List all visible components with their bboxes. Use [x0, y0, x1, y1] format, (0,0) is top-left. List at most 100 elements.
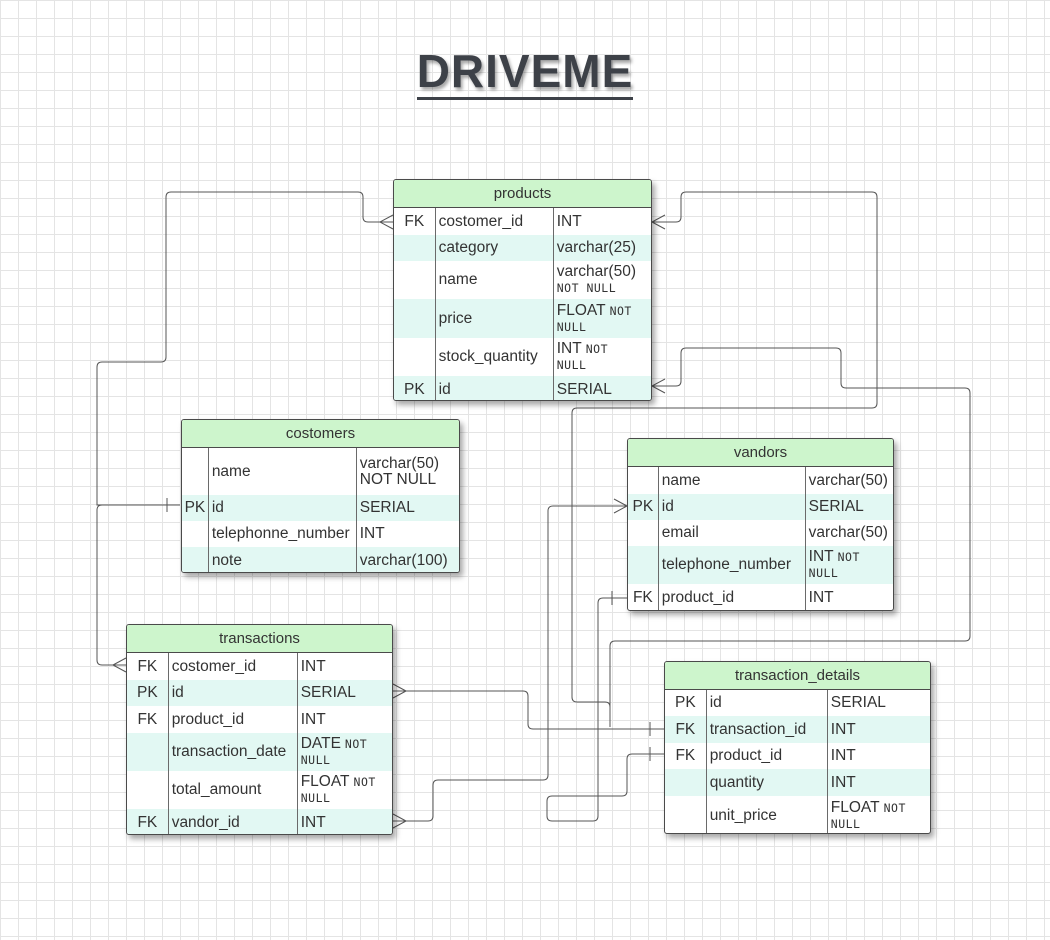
not-null-label: NOT: [344, 737, 368, 751]
column-name: email: [659, 520, 806, 546]
crow-products-costomer-id: [379, 214, 394, 230]
type-line: INT: [301, 658, 392, 675]
crow-transactions-id: [392, 683, 407, 699]
type-line: SERIAL: [557, 382, 651, 398]
column-name: id: [169, 680, 298, 706]
column-key: PK: [182, 495, 209, 521]
type-line: varchar(100): [360, 552, 459, 569]
column-type: SERIAL: [554, 376, 651, 400]
type-value: INT: [556, 212, 582, 230]
type-line: INT: [830, 720, 930, 738]
column-name: name: [209, 448, 357, 495]
column-name: name: [659, 467, 806, 494]
type-value: INT: [808, 588, 834, 606]
column-key: [665, 769, 707, 796]
column-type: INT: [298, 706, 392, 733]
crow-products-right-top: [651, 214, 666, 230]
column-key: PK: [665, 690, 707, 716]
type-value: varchar(50): [808, 524, 888, 541]
type-value: SERIAL: [300, 684, 356, 701]
type-value: SERIAL: [830, 694, 886, 711]
column-type: varchar(100): [357, 547, 459, 572]
not-null-label: NOT: [585, 342, 608, 356]
column-name: id: [659, 494, 806, 520]
column-name: product_id: [659, 584, 806, 610]
table-header-vandors: vandors: [628, 439, 893, 467]
column-name: telephonne_number: [209, 521, 357, 547]
column-name: costomer_id: [436, 208, 554, 235]
column-key: FK: [628, 584, 659, 610]
not-null-label: NOT: [353, 775, 376, 789]
not-null-label: NULL: [830, 816, 861, 831]
type-line: INT: [360, 526, 459, 542]
type-value: INT: [830, 720, 856, 738]
column-name: stock_quantity: [436, 338, 554, 376]
crow-products-id: [651, 378, 666, 394]
type-value: DATE: [300, 735, 341, 752]
column-key: [394, 261, 436, 299]
not-null-label: NULL: [300, 791, 331, 805]
type-line: INT: [301, 711, 392, 728]
diagram-title-text: DRIVEME: [416, 45, 634, 100]
type-value: INT: [808, 548, 834, 565]
column-type: INT: [357, 521, 459, 547]
column-key: [628, 520, 659, 546]
column-name: vandor_id: [169, 809, 298, 834]
table-header-products: products: [394, 180, 651, 208]
column-type: INT: [806, 584, 893, 610]
type-line: varchar(50): [557, 264, 651, 280]
type-line: INT: [556, 212, 651, 230]
column-name: transaction_date: [169, 733, 298, 771]
type-line: INT: [301, 814, 392, 831]
column-key: FK: [394, 208, 436, 235]
column-type: SERIAL: [828, 690, 930, 716]
column-type: varchar(50): [806, 467, 893, 494]
column-name: price: [436, 299, 554, 338]
column-type: varchar(50)NOT NULL: [554, 261, 651, 299]
table-header-costomers: costomers: [182, 420, 459, 448]
type-line: varchar(50): [808, 471, 893, 489]
column-key: [394, 338, 436, 376]
not-null-label: NULL: [808, 566, 839, 580]
type-value: varchar(50): [808, 471, 888, 489]
type-value: SERIAL: [359, 499, 415, 516]
column-type: INT: [828, 716, 930, 743]
